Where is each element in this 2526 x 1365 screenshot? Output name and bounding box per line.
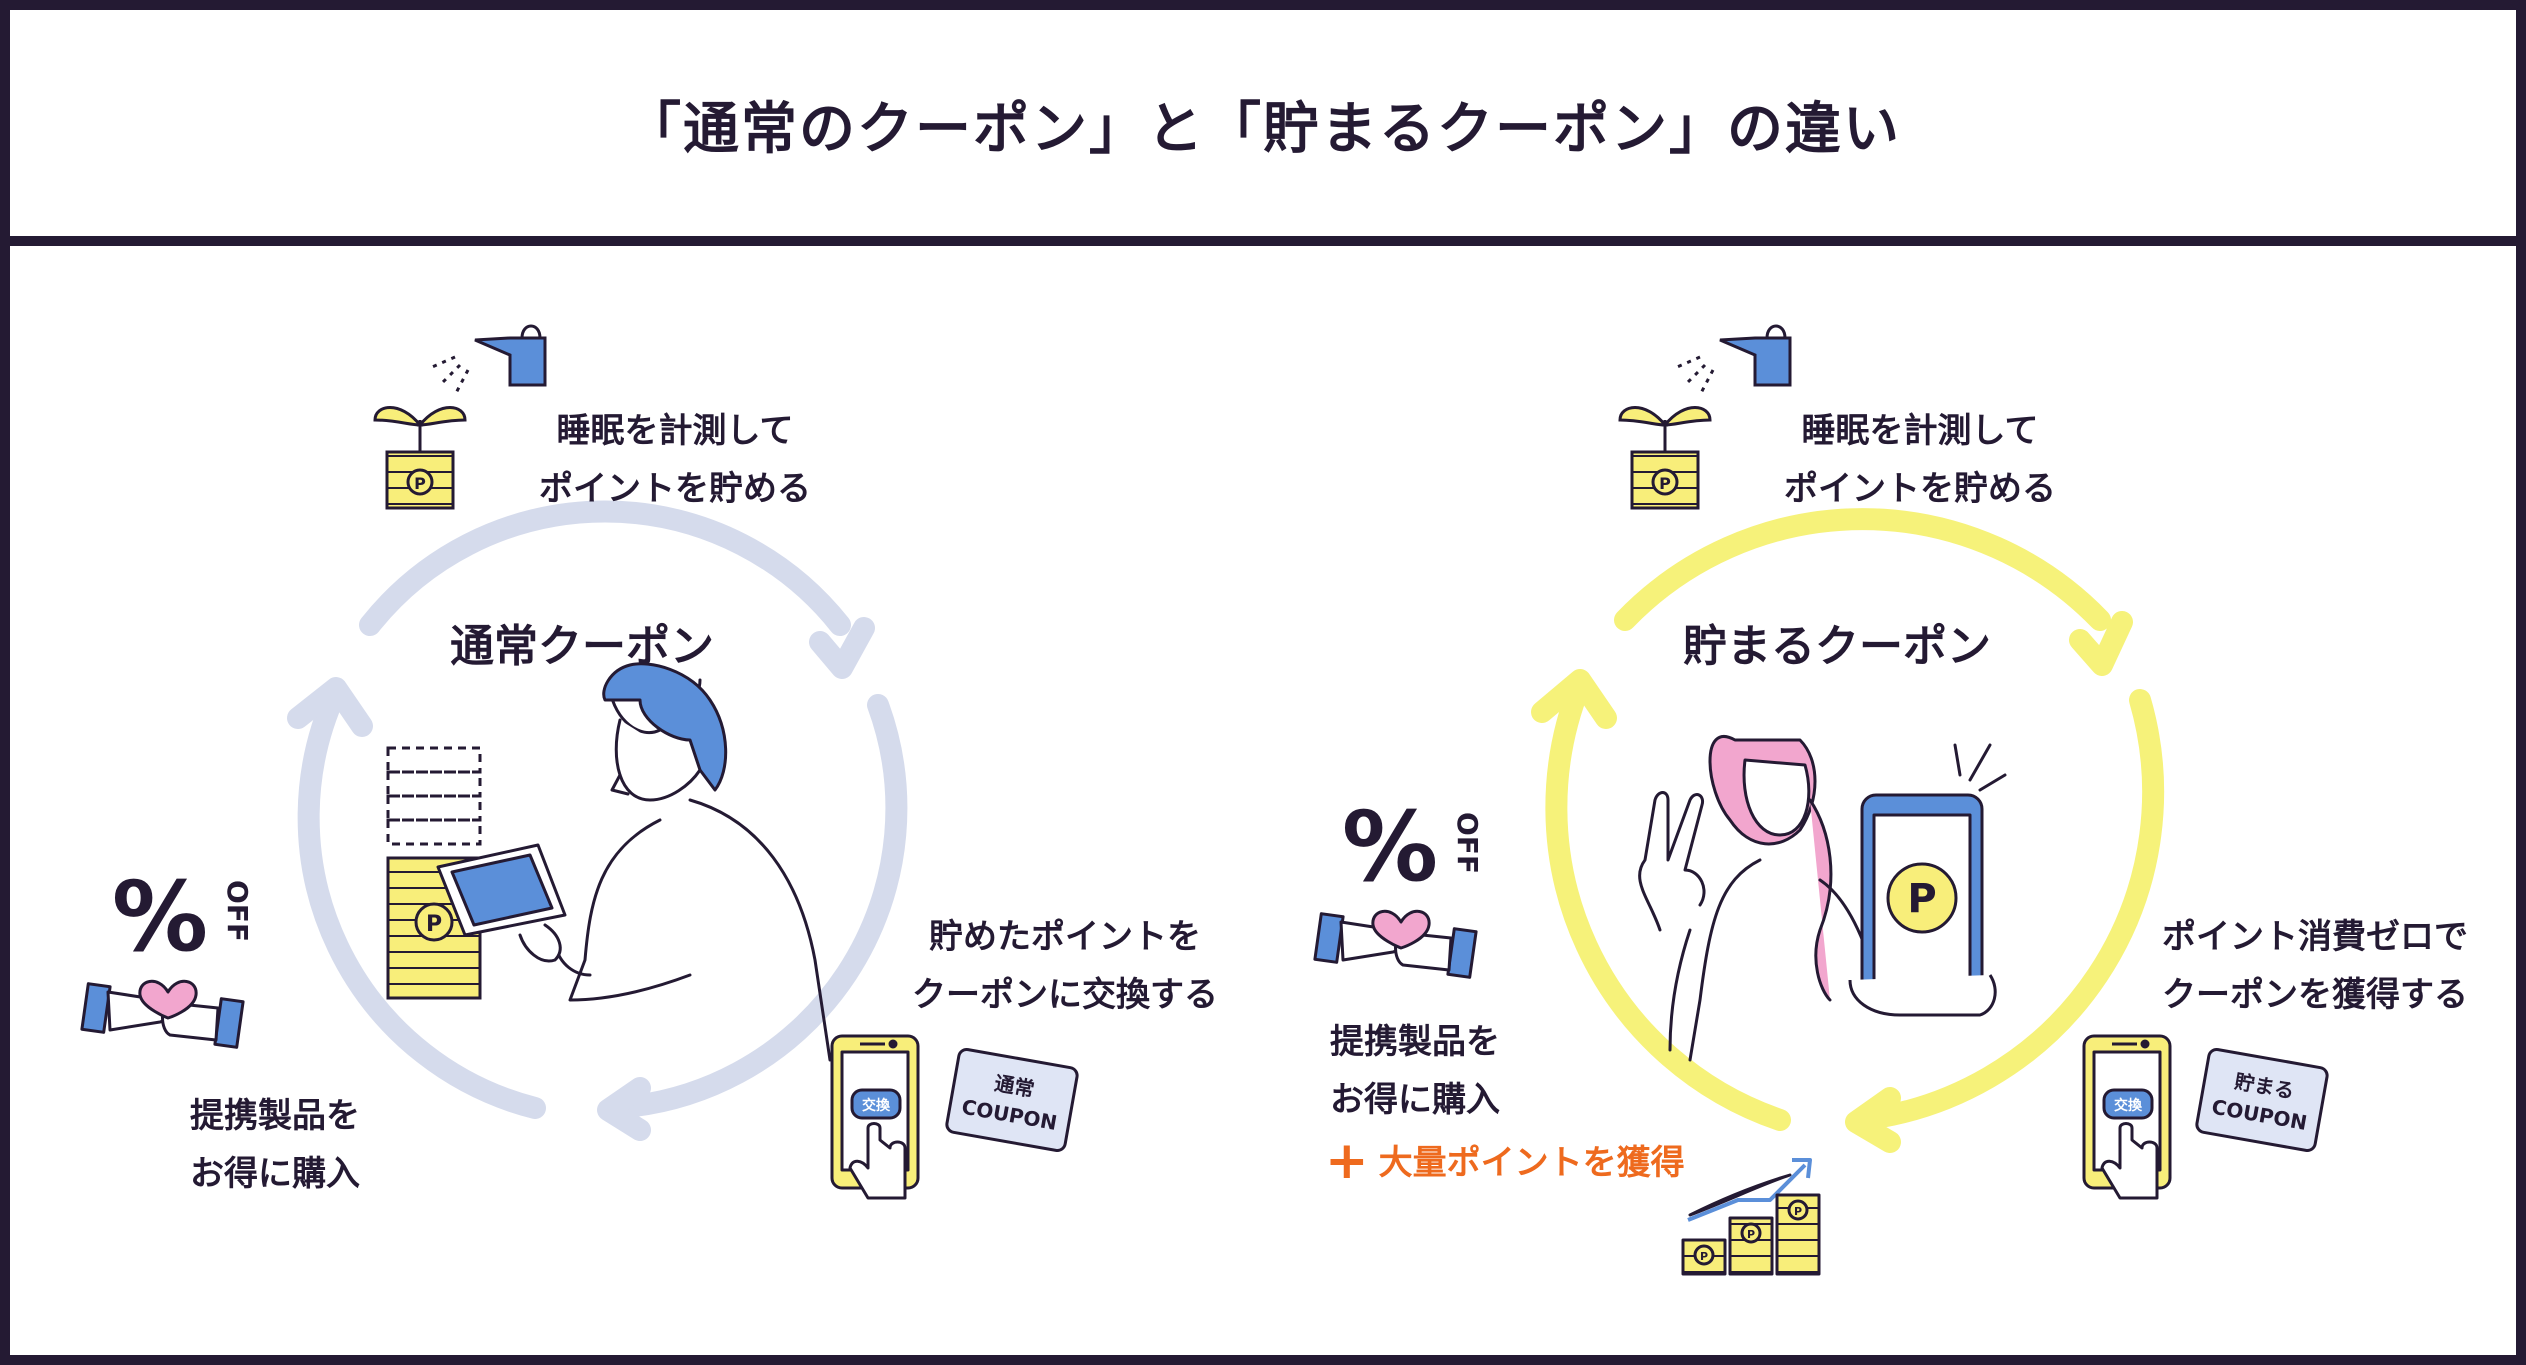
right-step-buy-line2: お得に購入 bbox=[1330, 1080, 1500, 1120]
left-hands-heart bbox=[80, 980, 245, 1049]
left-watering-can-icon bbox=[429, 324, 547, 396]
right-woman-figure bbox=[1638, 735, 1882, 1062]
page-title: 「通常のクーポン」と「貯まるクーポン」の違い bbox=[625, 97, 1901, 162]
right-percent: % bbox=[1342, 791, 1438, 903]
right-watering-can-icon bbox=[1674, 324, 1792, 396]
left-step-buy: 提携製品を お得に購入 bbox=[165, 1087, 385, 1203]
right-big-phone bbox=[1848, 793, 1997, 1017]
left-man-figure bbox=[436, 662, 832, 1062]
right-phone-coin-mark: P bbox=[1907, 876, 1936, 922]
right-phone bbox=[2082, 1034, 2172, 1200]
right-bonus-text: 大量ポイントを獲得 bbox=[1378, 1143, 1685, 1183]
left-step-save-line1: 睡眠を計測して bbox=[556, 411, 794, 451]
left-exchange-button-text: 交換 bbox=[862, 1097, 891, 1114]
right-step-save: 睡眠を計測して ポイントを貯める bbox=[1775, 402, 2065, 518]
right-stack-coin-mark-3: P bbox=[1794, 1205, 1802, 1218]
right-off: OFF bbox=[1451, 812, 1484, 874]
left-sprout-coin-box bbox=[373, 406, 467, 510]
right-step-exchange: ポイント消費ゼロで クーポンを獲得する bbox=[2145, 908, 2485, 1024]
right-sparkle-lines bbox=[1953, 743, 2007, 792]
left-step-save-line2: ポイントを貯める bbox=[539, 469, 811, 509]
right-growing-coin-stacks bbox=[1681, 1158, 1821, 1276]
header-divider bbox=[0, 236, 2526, 246]
left-stack-coin-mark: P bbox=[426, 912, 442, 937]
left-cycle-arrows bbox=[287, 500, 908, 1141]
right-step-buy-line1: 提携製品を bbox=[1330, 1022, 1500, 1062]
right-stack-coin-mark-2: P bbox=[1747, 1228, 1755, 1241]
right-step-buy: 提携製品を お得に購入 bbox=[1305, 1013, 1525, 1129]
right-exchange-button-text: 交換 bbox=[2114, 1097, 2143, 1114]
left-step-exchange-line1: 貯めたポイントを bbox=[929, 917, 1201, 957]
right-sprout-coin-mark: P bbox=[1659, 474, 1671, 493]
right-cycle-arrows bbox=[1531, 508, 2165, 1153]
right-coupon-card: 貯まる COUPON bbox=[2195, 1047, 2329, 1153]
left-off: OFF bbox=[221, 880, 254, 942]
left-step-save: 睡眠を計測して ポイントを貯める bbox=[530, 402, 820, 518]
left-coupon-card: 通常 COUPON bbox=[945, 1047, 1079, 1153]
right-step-save-line1: 睡眠を計測して bbox=[1801, 411, 2039, 451]
right-sprout-coin-box bbox=[1618, 406, 1712, 510]
left-sprout-coin-mark: P bbox=[414, 474, 426, 493]
left-percent: % bbox=[112, 861, 208, 973]
left-cycle-title: 通常クーポン bbox=[450, 621, 714, 672]
left-phone bbox=[830, 1034, 920, 1200]
right-hands-heart bbox=[1313, 910, 1478, 979]
right-stack-coin-mark-1: P bbox=[1700, 1250, 1708, 1263]
left-step-exchange-line2: クーポンに交換する bbox=[912, 975, 1218, 1015]
left-step-exchange: 貯めたポイントを クーポンに交換する bbox=[895, 908, 1235, 1024]
right-bonus-plus-icon: + bbox=[1325, 1131, 1369, 1191]
right-step-exchange-line2: クーポンを獲得する bbox=[2162, 975, 2468, 1015]
right-bonus: +大量ポイントを獲得 bbox=[1325, 1132, 1685, 1192]
right-cycle-title: 貯まるクーポン bbox=[1683, 621, 1991, 672]
right-step-save-line2: ポイントを貯める bbox=[1784, 469, 2056, 509]
left-step-buy-line1: 提携製品を bbox=[190, 1096, 360, 1136]
left-step-buy-line2: お得に購入 bbox=[190, 1154, 360, 1194]
right-step-exchange-line1: ポイント消費ゼロで bbox=[2162, 917, 2468, 957]
